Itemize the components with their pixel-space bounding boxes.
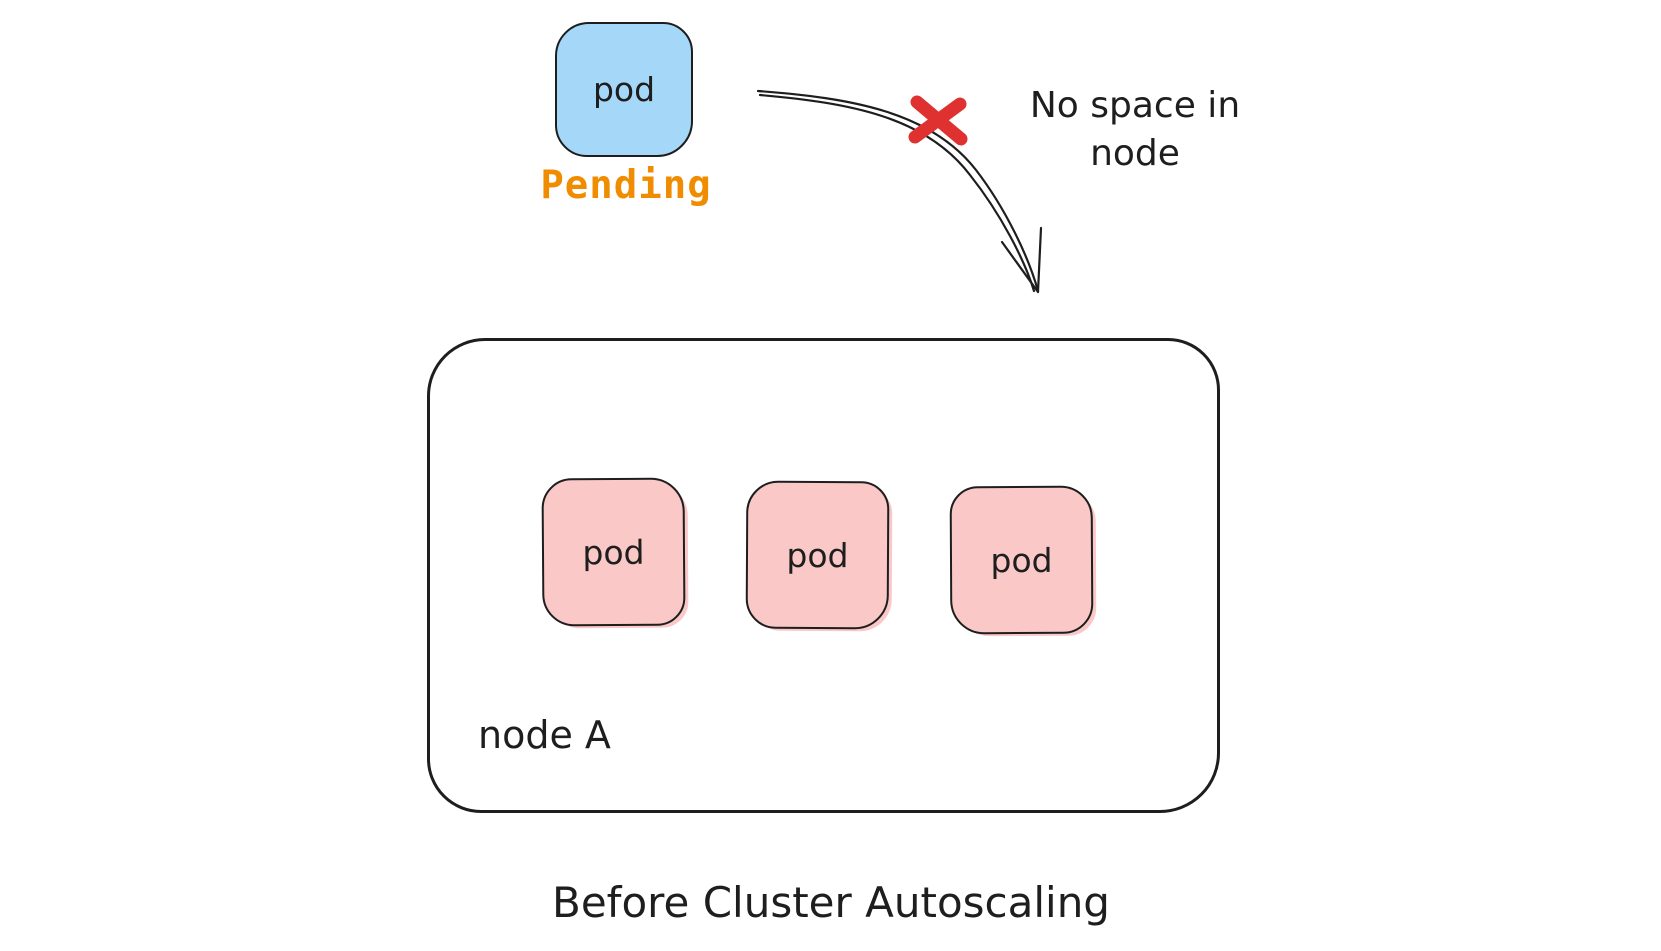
no-space-annotation: No space in node <box>1000 82 1270 178</box>
pod-label: pod <box>990 540 1053 580</box>
no-space-line1: No space in <box>1029 85 1241 126</box>
pending-pod-box: pod <box>555 22 693 157</box>
arrowhead-left-barb <box>1000 240 1040 294</box>
pending-pod-label: pod <box>592 70 656 109</box>
arrowhead-right-barb <box>1036 226 1043 294</box>
pods-row: pod pod pod <box>541 477 1102 635</box>
node-a-box: pod pod pod node A <box>427 338 1220 813</box>
no-space-line2: node <box>1090 133 1180 174</box>
node-a-label: node A <box>478 713 611 757</box>
curved-arrow <box>756 89 1043 294</box>
diagram-caption: Before Cluster Autoscaling <box>552 878 1110 927</box>
pod-label: pod <box>786 535 849 575</box>
reject-x-icon <box>908 95 968 146</box>
pod-label: pod <box>582 532 645 572</box>
pod-box: pod <box>949 485 1094 635</box>
pod-box: pod <box>745 480 890 630</box>
pod-box: pod <box>541 477 686 627</box>
pending-status-text: Pending <box>540 163 712 208</box>
